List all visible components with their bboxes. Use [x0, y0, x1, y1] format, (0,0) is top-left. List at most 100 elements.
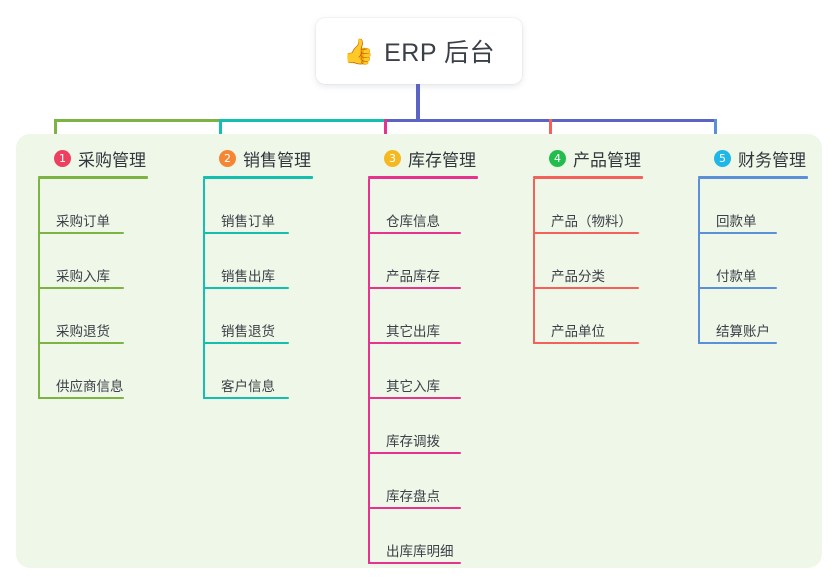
leaf-item-label: 采购入库 [56, 268, 110, 284]
leaf-item-label: 结算账户 [716, 323, 770, 339]
leaf-item[interactable]: 仓库信息 [368, 179, 478, 234]
leaf-item-label: 回款单 [716, 213, 757, 229]
leaf-list: 回款单付款单结算账户 [698, 179, 808, 344]
leaf-list: 采购订单采购入库采购退货供应商信息 [38, 179, 148, 399]
connector-drop-3 [384, 119, 387, 148]
column-header-5[interactable]: 5 财务管理 [698, 140, 808, 176]
column-header-rule [203, 176, 313, 179]
leaf-item-label: 客户信息 [221, 378, 275, 394]
leaf-item-label: 采购订单 [56, 213, 110, 229]
leaf-spine [368, 179, 370, 564]
column-header-4[interactable]: 4 产品管理 [533, 140, 643, 176]
leaf-item-label: 销售出库 [221, 268, 275, 284]
leaf-item[interactable]: 库存盘点 [368, 454, 478, 509]
number-badge-icon: 3 [384, 149, 401, 167]
leaf-item-rule [38, 287, 124, 289]
number-badge-icon: 4 [549, 149, 566, 167]
connector-bar-segment-3 [384, 119, 549, 122]
leaf-item[interactable]: 库存调拨 [368, 399, 478, 454]
connector-bar-segment-4 [549, 119, 714, 122]
leaf-item[interactable]: 付款单 [698, 234, 808, 289]
column-header-rule [698, 176, 808, 179]
leaf-item[interactable]: 销售订单 [203, 179, 313, 234]
connector-bar-segment-2 [219, 119, 384, 122]
leaf-item-rule [698, 342, 777, 344]
leaf-item-label: 产品库存 [386, 268, 440, 284]
leaf-item-label: 库存盘点 [386, 488, 440, 504]
column-title: 财务管理 [738, 150, 806, 170]
leaf-spine [533, 179, 535, 344]
column-title: 销售管理 [243, 150, 311, 170]
leaf-item-rule [38, 397, 124, 399]
leaf-item-rule [368, 562, 461, 564]
leaf-spine [698, 179, 700, 344]
leaf-item-label: 产品分类 [551, 268, 605, 284]
leaf-item[interactable]: 销售出库 [203, 234, 313, 289]
leaf-item-label: 其它出库 [386, 323, 440, 339]
leaf-item-rule [38, 342, 124, 344]
leaf-item[interactable]: 其它出库 [368, 289, 478, 344]
column-header-rule [368, 176, 478, 179]
connector-drop-1 [54, 119, 57, 148]
column-财务管理: 5 财务管理回款单付款单结算账户 [698, 140, 808, 344]
leaf-list: 产品（物料） 产品分类产品单位 [533, 179, 643, 344]
leaf-item[interactable]: 产品单位 [533, 289, 643, 344]
connector-drop-2 [219, 119, 222, 148]
leaf-item-rule [533, 287, 639, 289]
leaf-item[interactable]: 采购订单 [38, 179, 148, 234]
column-产品管理: 4 产品管理产品（物料） 产品分类产品单位 [533, 140, 643, 344]
leaf-item-rule [368, 397, 461, 399]
leaf-item-label: 销售退货 [221, 323, 275, 339]
leaf-item[interactable]: 供应商信息 [38, 344, 148, 399]
connector-drop-5 [714, 119, 717, 148]
connector-drop-4 [549, 119, 552, 148]
content-panel [16, 134, 822, 568]
leaf-item-rule [368, 287, 461, 289]
column-header-rule [38, 176, 148, 179]
leaf-item-label: 采购退货 [56, 323, 110, 339]
leaf-item-rule [38, 232, 124, 234]
column-title: 产品管理 [573, 150, 641, 170]
connector-trunk [416, 84, 420, 122]
leaf-item-label: 付款单 [716, 268, 757, 284]
leaf-item-label: 产品单位 [551, 323, 605, 339]
leaf-item-rule [203, 232, 289, 234]
leaf-item[interactable]: 其它入库 [368, 344, 478, 399]
leaf-item-label: 库存调拨 [386, 433, 440, 449]
root-node-label: ERP 后台 [384, 39, 496, 67]
leaf-item-rule [368, 507, 461, 509]
column-title: 库存管理 [408, 150, 476, 170]
leaf-item-rule [533, 232, 639, 234]
leaf-item-label: 销售订单 [221, 213, 275, 229]
leaf-item[interactable]: 产品（物料） [533, 179, 643, 234]
leaf-item-rule [203, 397, 289, 399]
leaf-item-rule [533, 342, 639, 344]
leaf-item-label: 出库库明细 [386, 543, 454, 559]
column-header-rule [533, 176, 643, 179]
root-node-card[interactable]: 👍 ERP 后台 [316, 18, 522, 84]
leaf-item[interactable]: 采购退货 [38, 289, 148, 344]
leaf-item[interactable]: 产品库存 [368, 234, 478, 289]
leaf-item[interactable]: 产品分类 [533, 234, 643, 289]
leaf-item-label: 产品（物料） [551, 213, 632, 229]
leaf-item[interactable]: 销售退货 [203, 289, 313, 344]
leaf-list: 仓库信息产品库存其它出库其它入库库存调拨库存盘点出库库明细 [368, 179, 478, 564]
leaf-list: 销售订单销售出库销售退货客户信息 [203, 179, 313, 399]
leaf-item-rule [698, 232, 777, 234]
leaf-item[interactable]: 客户信息 [203, 344, 313, 399]
leaf-item[interactable]: 结算账户 [698, 289, 808, 344]
leaf-item-rule [368, 452, 461, 454]
leaf-item[interactable]: 回款单 [698, 179, 808, 234]
leaf-item[interactable]: 出库库明细 [368, 509, 478, 564]
number-badge-icon: 5 [714, 149, 731, 167]
leaf-spine [38, 179, 40, 399]
leaf-item-rule [203, 287, 289, 289]
column-库存管理: 3 库存管理仓库信息产品库存其它出库其它入库库存调拨库存盘点出库库明细 [368, 140, 478, 564]
leaf-item[interactable]: 采购入库 [38, 234, 148, 289]
leaf-item-rule [368, 232, 461, 234]
leaf-spine [203, 179, 205, 399]
column-header-3[interactable]: 3 库存管理 [368, 140, 478, 176]
connector-bar-segment-1 [54, 119, 219, 122]
